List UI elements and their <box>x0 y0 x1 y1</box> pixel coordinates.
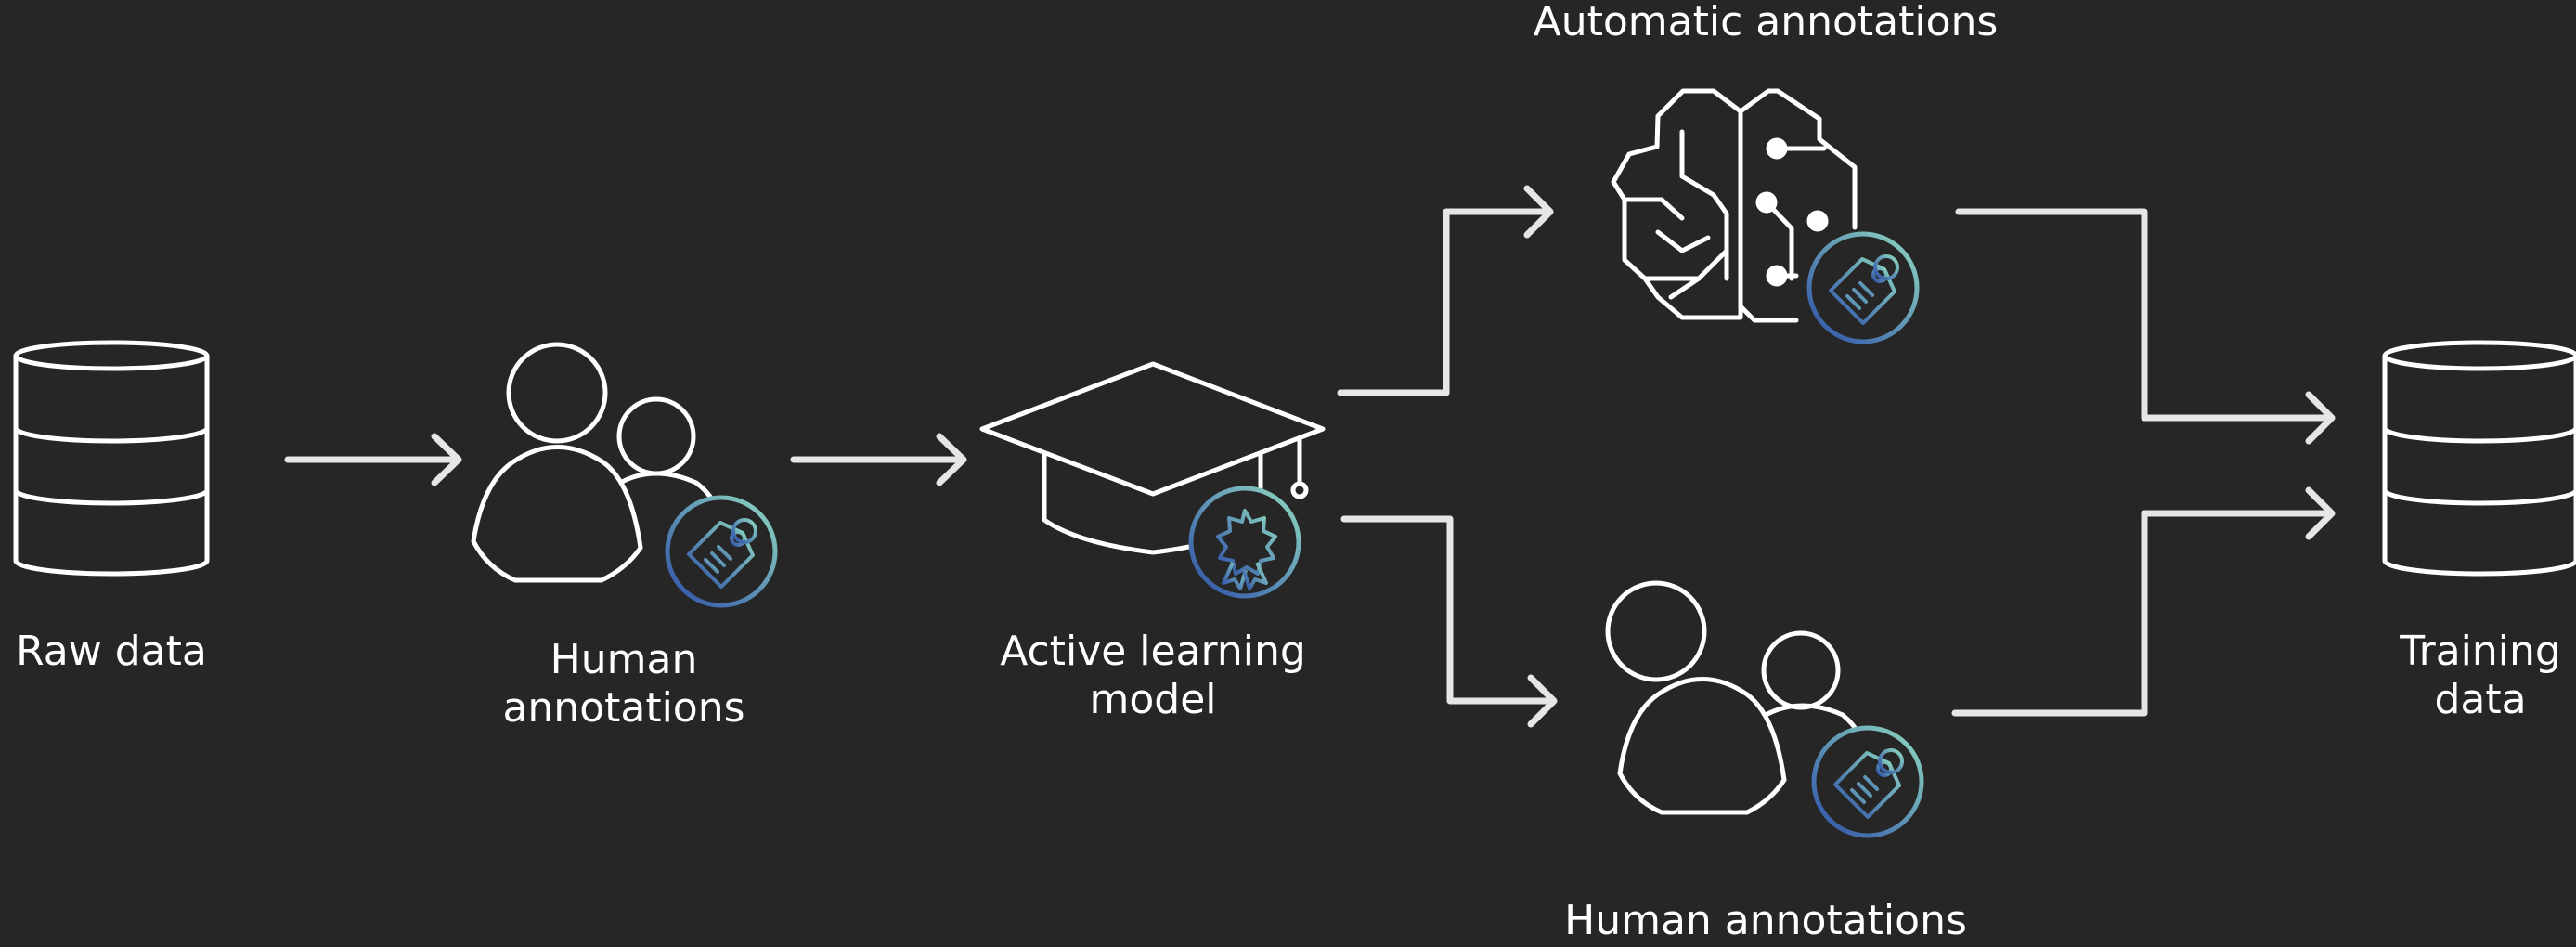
arrow-automatic-to-training <box>1955 208 2336 445</box>
automatic-annotations-tag-badge <box>1806 231 1920 344</box>
training-data-database-icon <box>2382 340 2576 577</box>
training-data-label: Training data <box>2400 628 2561 723</box>
raw-data-label: Raw data <box>16 628 207 675</box>
arrow-human-to-model <box>790 433 967 486</box>
human-annotations-second-label: Human annotations <box>1564 897 1967 944</box>
automatic-annotations-label: Automatic annotations <box>1533 0 1999 45</box>
active-learning-model-label: Active learning model <box>1000 628 1306 723</box>
arrow-model-to-human <box>1340 515 1558 728</box>
human-annotations-second-tag-badge <box>1811 725 1924 838</box>
human-annotations-people-icon <box>471 342 716 583</box>
arrow-model-to-automatic <box>1337 185 1554 396</box>
raw-data-database-icon <box>13 340 210 577</box>
human-annotations-tag-badge <box>665 495 778 608</box>
human-annotations-label: Human annotations <box>502 636 745 732</box>
brain-circuit-icon <box>1611 88 1858 323</box>
arrow-raw-to-human <box>284 433 462 486</box>
award-seal-badge <box>1188 486 1301 599</box>
human-annotations-second-people-icon <box>1605 580 1861 815</box>
arrow-human-to-training <box>1951 486 2336 717</box>
